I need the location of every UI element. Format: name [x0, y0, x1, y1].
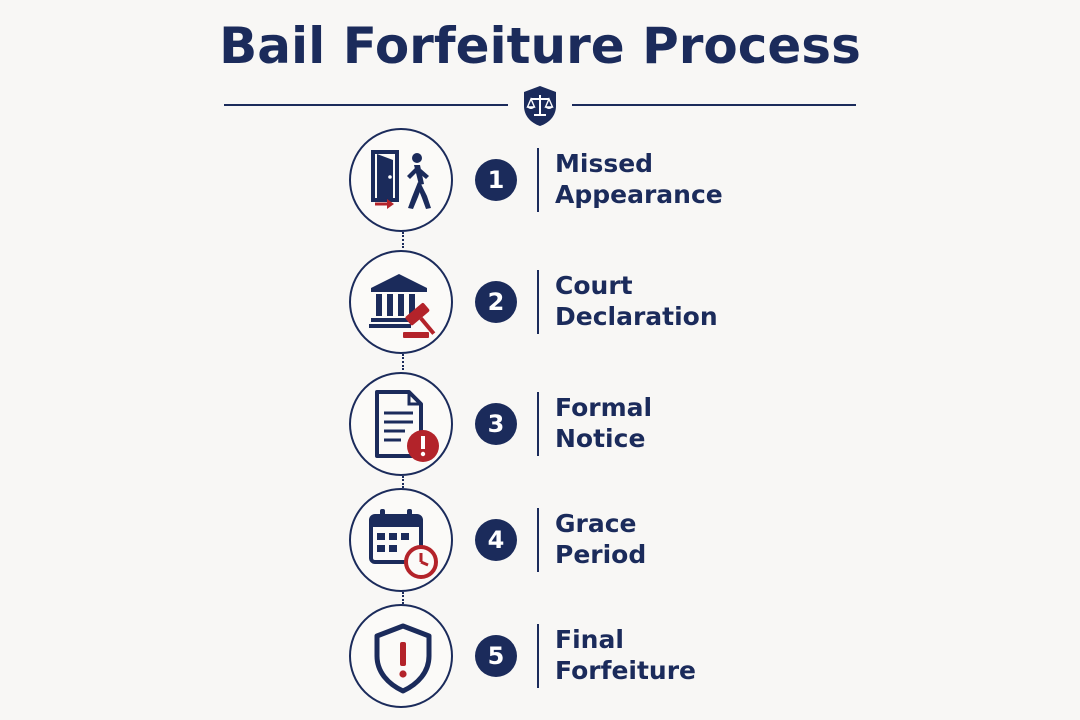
step-missed-appearance: 1 Missed Appearance	[349, 128, 769, 232]
step-final-forfeiture: 5 Final Forfeiture	[349, 604, 769, 708]
step-formal-notice: 3 Formal Notice	[349, 372, 769, 476]
courthouse-gavel-icon	[369, 274, 436, 338]
step-number-badge: 2	[475, 281, 517, 323]
step-connector	[402, 354, 404, 370]
step-label: Formal Notice	[555, 392, 775, 454]
step-number-badge: 1	[475, 159, 517, 201]
step-label: Missed Appearance	[555, 148, 775, 210]
step-icon-circle	[349, 128, 453, 232]
step-number-badge: 4	[475, 519, 517, 561]
step-label-line1: Formal	[555, 393, 653, 422]
step-label-line2: Appearance	[555, 180, 723, 209]
calendar-clock-icon	[369, 509, 438, 579]
document-alert-icon	[375, 390, 439, 462]
step-label-line2: Notice	[555, 424, 646, 453]
step-icon-circle	[349, 250, 453, 354]
step-icon-circle	[349, 604, 453, 708]
step-separator	[537, 270, 539, 334]
step-separator	[537, 392, 539, 456]
step-label: Final Forfeiture	[555, 624, 775, 686]
title-divider-right	[572, 104, 856, 106]
step-connector	[402, 592, 404, 604]
scales-of-justice-shield-icon	[524, 86, 556, 126]
step-label-line1: Missed	[555, 149, 654, 178]
step-number-badge: 3	[475, 403, 517, 445]
step-grace-period: 4 Grace Period	[349, 488, 769, 592]
step-connector	[402, 476, 404, 488]
step-separator	[537, 624, 539, 688]
step-label: Court Declaration	[555, 270, 775, 332]
step-label-line1: Grace	[555, 509, 637, 538]
step-label: Grace Period	[555, 508, 775, 570]
step-label-line2: Declaration	[555, 302, 718, 331]
page-title: Bail Forfeiture Process	[219, 17, 861, 75]
shield-alert-icon	[374, 623, 432, 694]
step-label-line2: Period	[555, 540, 647, 569]
door-exit-person-icon	[371, 150, 431, 209]
step-court-declaration: 2 Court Declaration	[349, 250, 769, 354]
step-label-line2: Forfeiture	[555, 656, 697, 685]
title-divider-left	[224, 104, 508, 106]
step-separator	[537, 148, 539, 212]
step-icon-circle	[349, 372, 453, 476]
step-separator	[537, 508, 539, 572]
step-label-line1: Court	[555, 271, 633, 300]
step-label-line1: Final	[555, 625, 624, 654]
step-connector	[402, 232, 404, 248]
step-icon-circle	[349, 488, 453, 592]
step-number-badge: 5	[475, 635, 517, 677]
